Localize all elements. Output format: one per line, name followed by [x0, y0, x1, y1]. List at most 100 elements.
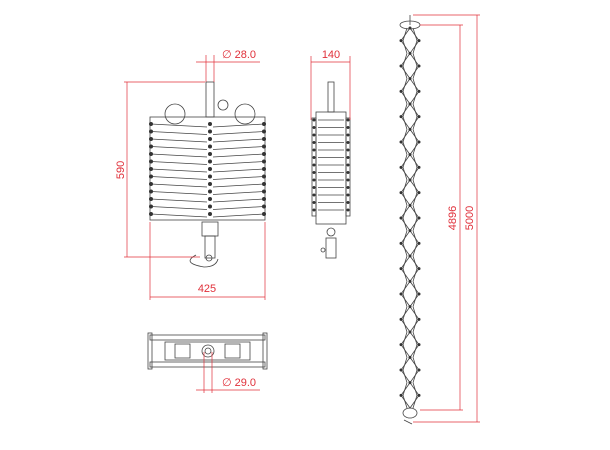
slat [212, 138, 265, 143]
pivot-pin [312, 133, 316, 137]
slat [212, 191, 265, 195]
slat [212, 198, 265, 203]
pivot-pin [149, 182, 153, 186]
pivot-pin [208, 174, 212, 179]
pivot-pin [399, 89, 403, 93]
pivot-pin [346, 163, 350, 167]
pivot-pin [262, 174, 266, 179]
pivot-pin [262, 182, 266, 186]
slat [150, 198, 208, 203]
pivot-pin [399, 368, 403, 372]
pivot-pin [399, 39, 403, 43]
lattice-cell [400, 305, 420, 333]
pivot-pin [312, 126, 316, 129]
lattice-inner [402, 103, 418, 130]
height-label: 590 [115, 161, 127, 179]
slat [212, 176, 265, 180]
slat [150, 161, 208, 165]
pivot-pin [208, 144, 212, 149]
pivot-pin [417, 216, 421, 220]
pivot-pin [346, 193, 350, 197]
eye-bolt [217, 99, 229, 111]
side-view: 140 [310, 49, 351, 259]
front-dimensions: 590 425 ∅ 28.0 [115, 49, 266, 300]
pivot-pin [408, 26, 412, 30]
pivot-pin [262, 152, 266, 156]
clamp [204, 235, 216, 259]
pivot-pin [346, 126, 350, 129]
pivot-pin [312, 118, 316, 122]
pivot-pin [312, 208, 316, 212]
pivot-pin [208, 197, 212, 201]
pivot-pin [417, 368, 421, 372]
pivot-pin [417, 64, 421, 68]
pivot-pin [346, 171, 350, 174]
extended-view: 4896 5000 [399, 14, 480, 425]
lattice-inner [402, 230, 418, 257]
lattice-cell [400, 77, 420, 105]
lattice-inner [402, 281, 418, 307]
pivot-pin [408, 279, 412, 283]
lattice-inner [402, 129, 418, 155]
lattice-cell [400, 179, 420, 207]
pivot-pin [408, 51, 412, 55]
slat [212, 183, 265, 188]
slat [150, 168, 208, 173]
pivot-pin [399, 241, 403, 245]
depth-label: 140 [322, 49, 340, 61]
side-spigot [327, 81, 335, 113]
slat [150, 176, 208, 180]
pivot-pin [399, 140, 403, 144]
pivot-pin [149, 137, 153, 141]
slat [212, 213, 265, 218]
pivot-pin [208, 122, 212, 126]
pivot-pin [149, 204, 153, 209]
pivot-pin [149, 152, 153, 156]
pivot-pin [208, 167, 212, 171]
lattice-cell [400, 356, 420, 384]
pivot-pin [346, 148, 350, 152]
slat [150, 213, 208, 218]
slats [149, 122, 266, 218]
pivot-pin [149, 167, 153, 171]
pivot-pin [262, 159, 266, 164]
slat [212, 131, 265, 135]
pivot-pin [408, 178, 412, 182]
lattice-cell [400, 331, 420, 359]
side-body [315, 111, 347, 225]
slat [150, 138, 208, 143]
pivot-pin [149, 159, 153, 164]
total-length-label: 5000 [464, 206, 476, 230]
lattice-inner [402, 382, 418, 409]
pivot-pin [408, 254, 412, 258]
lattice-inner [402, 255, 418, 282]
side-clamp [325, 237, 337, 259]
slat [212, 206, 265, 210]
pivot-pin [312, 148, 316, 152]
front-view [149, 81, 266, 268]
slat [212, 161, 265, 165]
slat [150, 191, 208, 195]
pivot-pin [149, 144, 153, 149]
pivot-pin [346, 208, 350, 212]
wheel-right [234, 103, 256, 125]
pivot-pin [399, 267, 403, 271]
pivot-pin [417, 267, 421, 271]
pivot-pin [262, 212, 266, 216]
pivot-pin [408, 153, 412, 157]
pivot-pin [408, 381, 412, 385]
bottom-spigot [201, 344, 215, 358]
lattice-cell [400, 381, 420, 409]
pivot-pin [346, 201, 350, 204]
pivot-pin [417, 115, 421, 119]
lattice-cell [400, 229, 420, 257]
scissor-lattice [399, 26, 421, 409]
pivot-pin [417, 191, 421, 195]
lattice-inner [402, 27, 418, 54]
pivot-pin [399, 191, 403, 195]
pivot-pin [399, 64, 403, 68]
pivot-pin [417, 165, 421, 169]
lattice-inner [402, 357, 418, 383]
pivot-pin [417, 317, 421, 321]
